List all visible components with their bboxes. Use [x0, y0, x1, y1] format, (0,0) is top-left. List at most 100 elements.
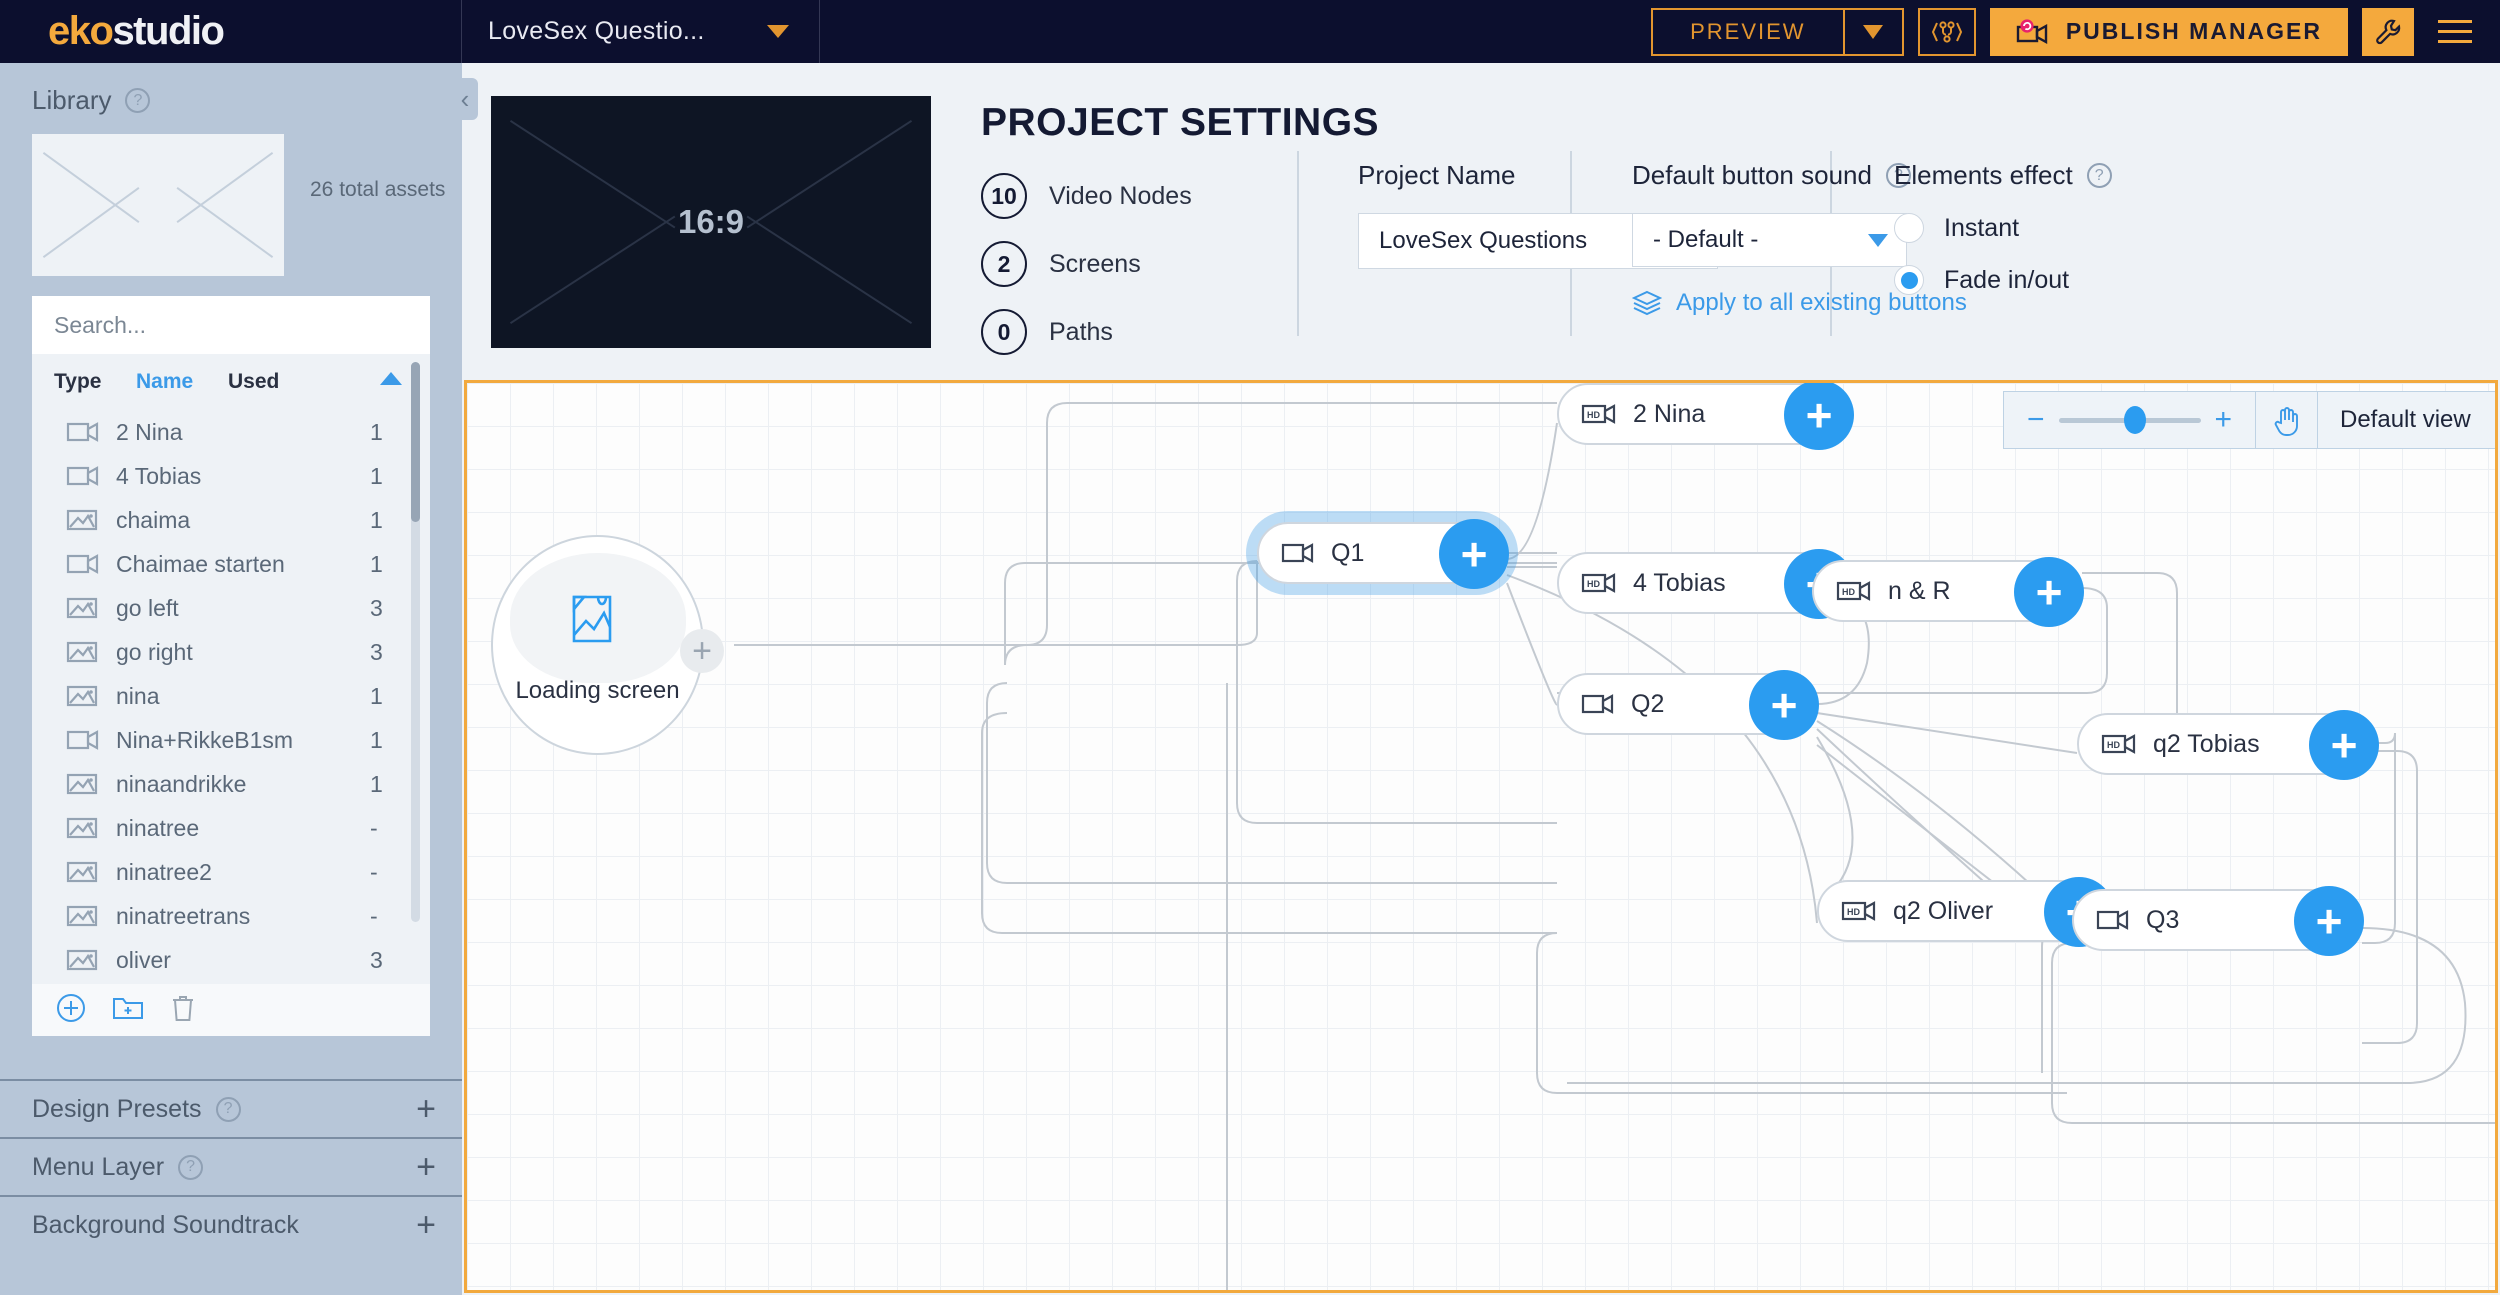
delete-asset-button[interactable] [170, 993, 196, 1028]
list-item[interactable]: ninatreetrans- [32, 894, 430, 938]
triangle-down-icon [1863, 24, 1884, 39]
preview-dropdown-button[interactable] [1843, 7, 1904, 56]
plus-circle-icon [57, 993, 85, 1022]
asset-used-count: 1 [370, 682, 383, 709]
zoom-slider-handle[interactable] [2124, 406, 2147, 434]
zoom-slider-track[interactable] [2058, 406, 2201, 434]
search-input[interactable]: Search... [32, 296, 430, 354]
help-icon[interactable]: ? [2086, 163, 2112, 188]
accordion-row[interactable]: Menu Layer? + [0, 1137, 462, 1195]
radio-button[interactable] [1894, 265, 1924, 295]
asset-used-count: 3 [370, 594, 383, 621]
list-item[interactable]: Nina+RikkeB1sm 1 [32, 718, 430, 762]
asset-scrollbar-thumb[interactable] [411, 362, 420, 522]
apply-to-all-label: Apply to all existing buttons [1676, 289, 1967, 316]
accordion-label: Background Soundtrack [32, 1210, 299, 1239]
sidebar-collapse-button[interactable]: ‹ [452, 78, 478, 120]
accordion-expand-button[interactable]: + [416, 1206, 436, 1244]
flow-node-add-button[interactable] [2014, 557, 2084, 627]
radio-dot [1900, 271, 1918, 289]
pan-tool-button[interactable] [2256, 392, 2318, 448]
loading-node-add-button[interactable]: + [680, 629, 724, 673]
asset-used-count: - [370, 858, 378, 885]
accordion-expand-button[interactable]: + [416, 1090, 436, 1128]
radio-option[interactable]: Fade in/out [1894, 265, 2112, 295]
sort-ascending-icon[interactable] [380, 372, 402, 385]
main-menu-button[interactable] [2438, 20, 2472, 43]
asset-name: ninatree [116, 814, 200, 841]
flow-node-add-button[interactable] [1749, 670, 1819, 740]
publish-manager-button[interactable]: PUBLISH MANAGER [1989, 7, 2348, 56]
asset-used-count: - [370, 814, 378, 841]
help-icon[interactable]: ? [178, 1154, 204, 1180]
flow-canvas[interactable]: Loading screen + HD2 NinaQ1 HD4 TobiasHDn… [464, 380, 2498, 1293]
list-item[interactable]: ninatree - [32, 806, 430, 850]
flow-node[interactable]: Q2 [1557, 670, 1819, 740]
column-name[interactable]: Name [136, 370, 194, 393]
settings-wrench-button[interactable] [2362, 7, 2414, 56]
zoom-in-button[interactable]: + [2214, 403, 2233, 436]
button-sound-select[interactable]: - Default - [1632, 213, 1907, 267]
apply-to-all-buttons-link[interactable]: Apply to all existing buttons [1632, 289, 1967, 317]
asset-name: chaima [116, 506, 191, 533]
flow-node-add-button[interactable] [1784, 383, 1854, 450]
library-header: Library ? [0, 63, 462, 128]
loading-screen-node[interactable]: Loading screen + [491, 535, 724, 755]
search-placeholder: Search... [54, 311, 147, 338]
flow-node[interactable]: Q1 [1257, 519, 1509, 589]
flow-node-add-button[interactable] [2309, 710, 2379, 780]
video-camera-icon [66, 466, 99, 486]
help-icon[interactable]: ? [215, 1096, 241, 1122]
asset-used-count: 1 [370, 506, 383, 533]
new-folder-button[interactable] [112, 994, 144, 1027]
accordion-label: Menu Layer [32, 1152, 165, 1181]
help-icon[interactable]: ? [1885, 163, 1911, 188]
asset-used-count: 1 [370, 726, 383, 753]
image-icon [66, 949, 98, 971]
accordion-row[interactable]: Background Soundtrack + [0, 1195, 462, 1253]
project-selector[interactable]: LoveSex Questio... [462, 0, 820, 63]
code-branch-button[interactable] [1917, 7, 1976, 56]
library-preview-row: 26 total assets [0, 128, 462, 276]
add-asset-button[interactable] [56, 993, 86, 1028]
view-preset-select[interactable]: Default view [2318, 392, 2495, 448]
wrench-icon [2376, 19, 2401, 44]
video-camera-icon [2096, 910, 2129, 930]
help-icon[interactable]: ? [125, 88, 151, 113]
accordion-row[interactable]: Design Presets?+ [0, 1079, 462, 1137]
accordion-expand-button[interactable]: + [416, 1148, 436, 1186]
project-stat-label: Paths [1049, 317, 1113, 346]
list-item[interactable]: chaima 1 [32, 498, 430, 542]
flow-node[interactable]: Q3 [2072, 886, 2364, 956]
radio-option[interactable]: Instant [1894, 213, 2112, 243]
zoom-out-button[interactable]: − [2026, 403, 2045, 436]
column-type[interactable]: Type [54, 370, 102, 393]
list-item[interactable]: ninatree2- [32, 850, 430, 894]
column-used[interactable]: Used [228, 370, 280, 393]
preview-button[interactable]: PREVIEW [1650, 7, 1844, 56]
flow-node-add-button[interactable] [2294, 886, 2364, 956]
flow-node-add-button[interactable] [1439, 519, 1509, 589]
asset-name: Nina+RikkeB1sm [116, 726, 294, 753]
asset-name: 2 Nina [116, 418, 183, 445]
asset-scrollbar-track[interactable] [411, 362, 420, 922]
radio-button[interactable] [1894, 213, 1924, 243]
svg-text:HD: HD [1842, 587, 1855, 597]
